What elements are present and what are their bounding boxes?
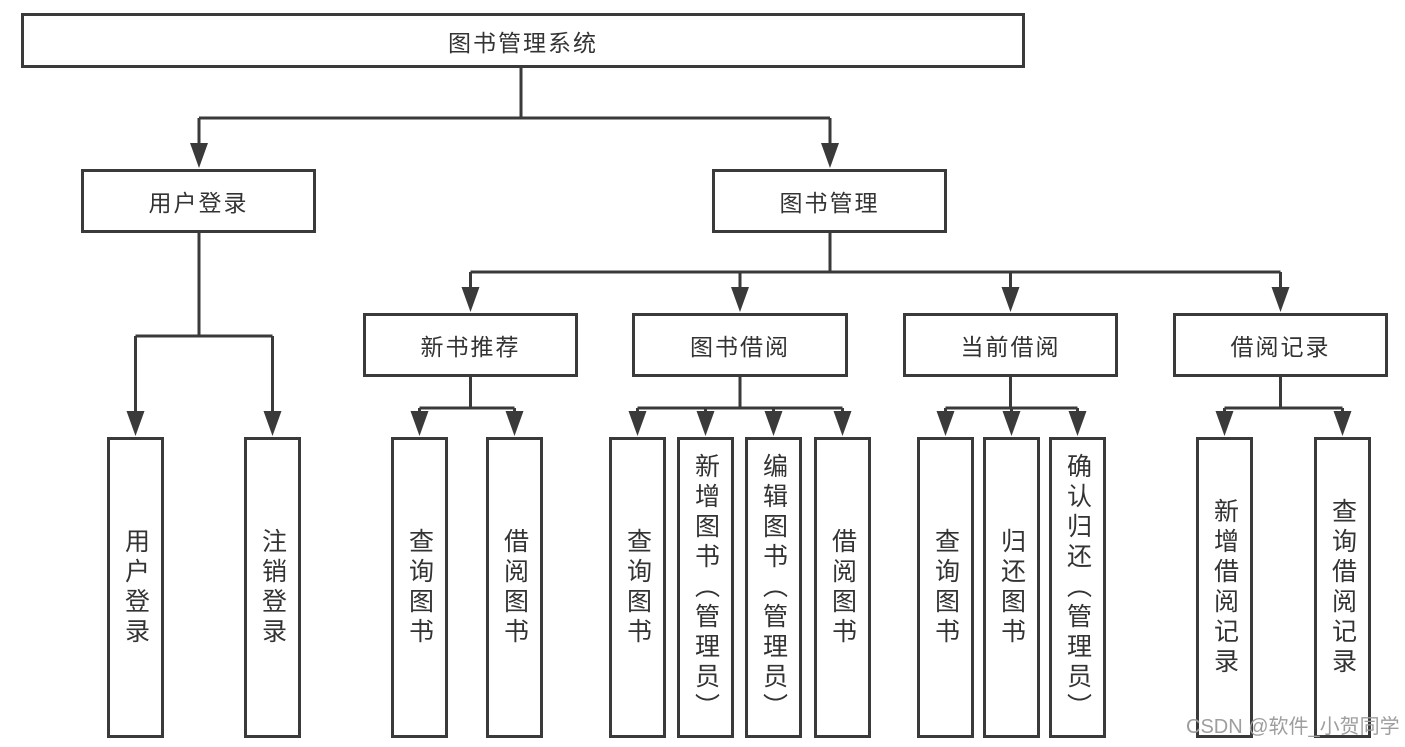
node-book-management: 图书管理 — [712, 169, 947, 233]
node-borrowing-records: 借阅记录 — [1173, 313, 1388, 377]
node-book-borrowing: 图书借阅 — [632, 313, 848, 377]
leaf-return-book: 归还图书 — [983, 437, 1040, 738]
node-user-login: 用户登录 — [81, 169, 316, 233]
leaf-borrow-books-borrowing: 借阅图书 — [814, 437, 871, 738]
leaf-query-books-current: 查询图书 — [917, 437, 974, 738]
leaf-add-borrow-record: 新增借阅记录 — [1196, 437, 1253, 738]
leaf-edit-book-admin: 编辑图书（管理员） — [745, 437, 802, 738]
leaf-confirm-return-admin: 确认归还（管理员） — [1049, 437, 1106, 738]
leaf-logout: 注销登录 — [244, 437, 301, 738]
leaf-query-books-borrowing: 查询图书 — [609, 437, 666, 738]
leaf-add-book-admin: 新增图书（管理员） — [677, 437, 734, 738]
node-current-borrowing: 当前借阅 — [903, 313, 1118, 377]
csdn-watermark: CSDN @软件_小贺同学 — [1186, 716, 1400, 738]
leaf-borrow-books-recommend: 借阅图书 — [486, 437, 543, 738]
leaf-query-books-recommend: 查询图书 — [391, 437, 448, 738]
node-new-book-recommendation: 新书推荐 — [363, 313, 578, 377]
leaf-query-borrow-record: 查询借阅记录 — [1314, 437, 1371, 738]
leaf-user-login: 用户登录 — [107, 437, 164, 738]
node-library-management-system: 图书管理系统 — [21, 13, 1025, 68]
